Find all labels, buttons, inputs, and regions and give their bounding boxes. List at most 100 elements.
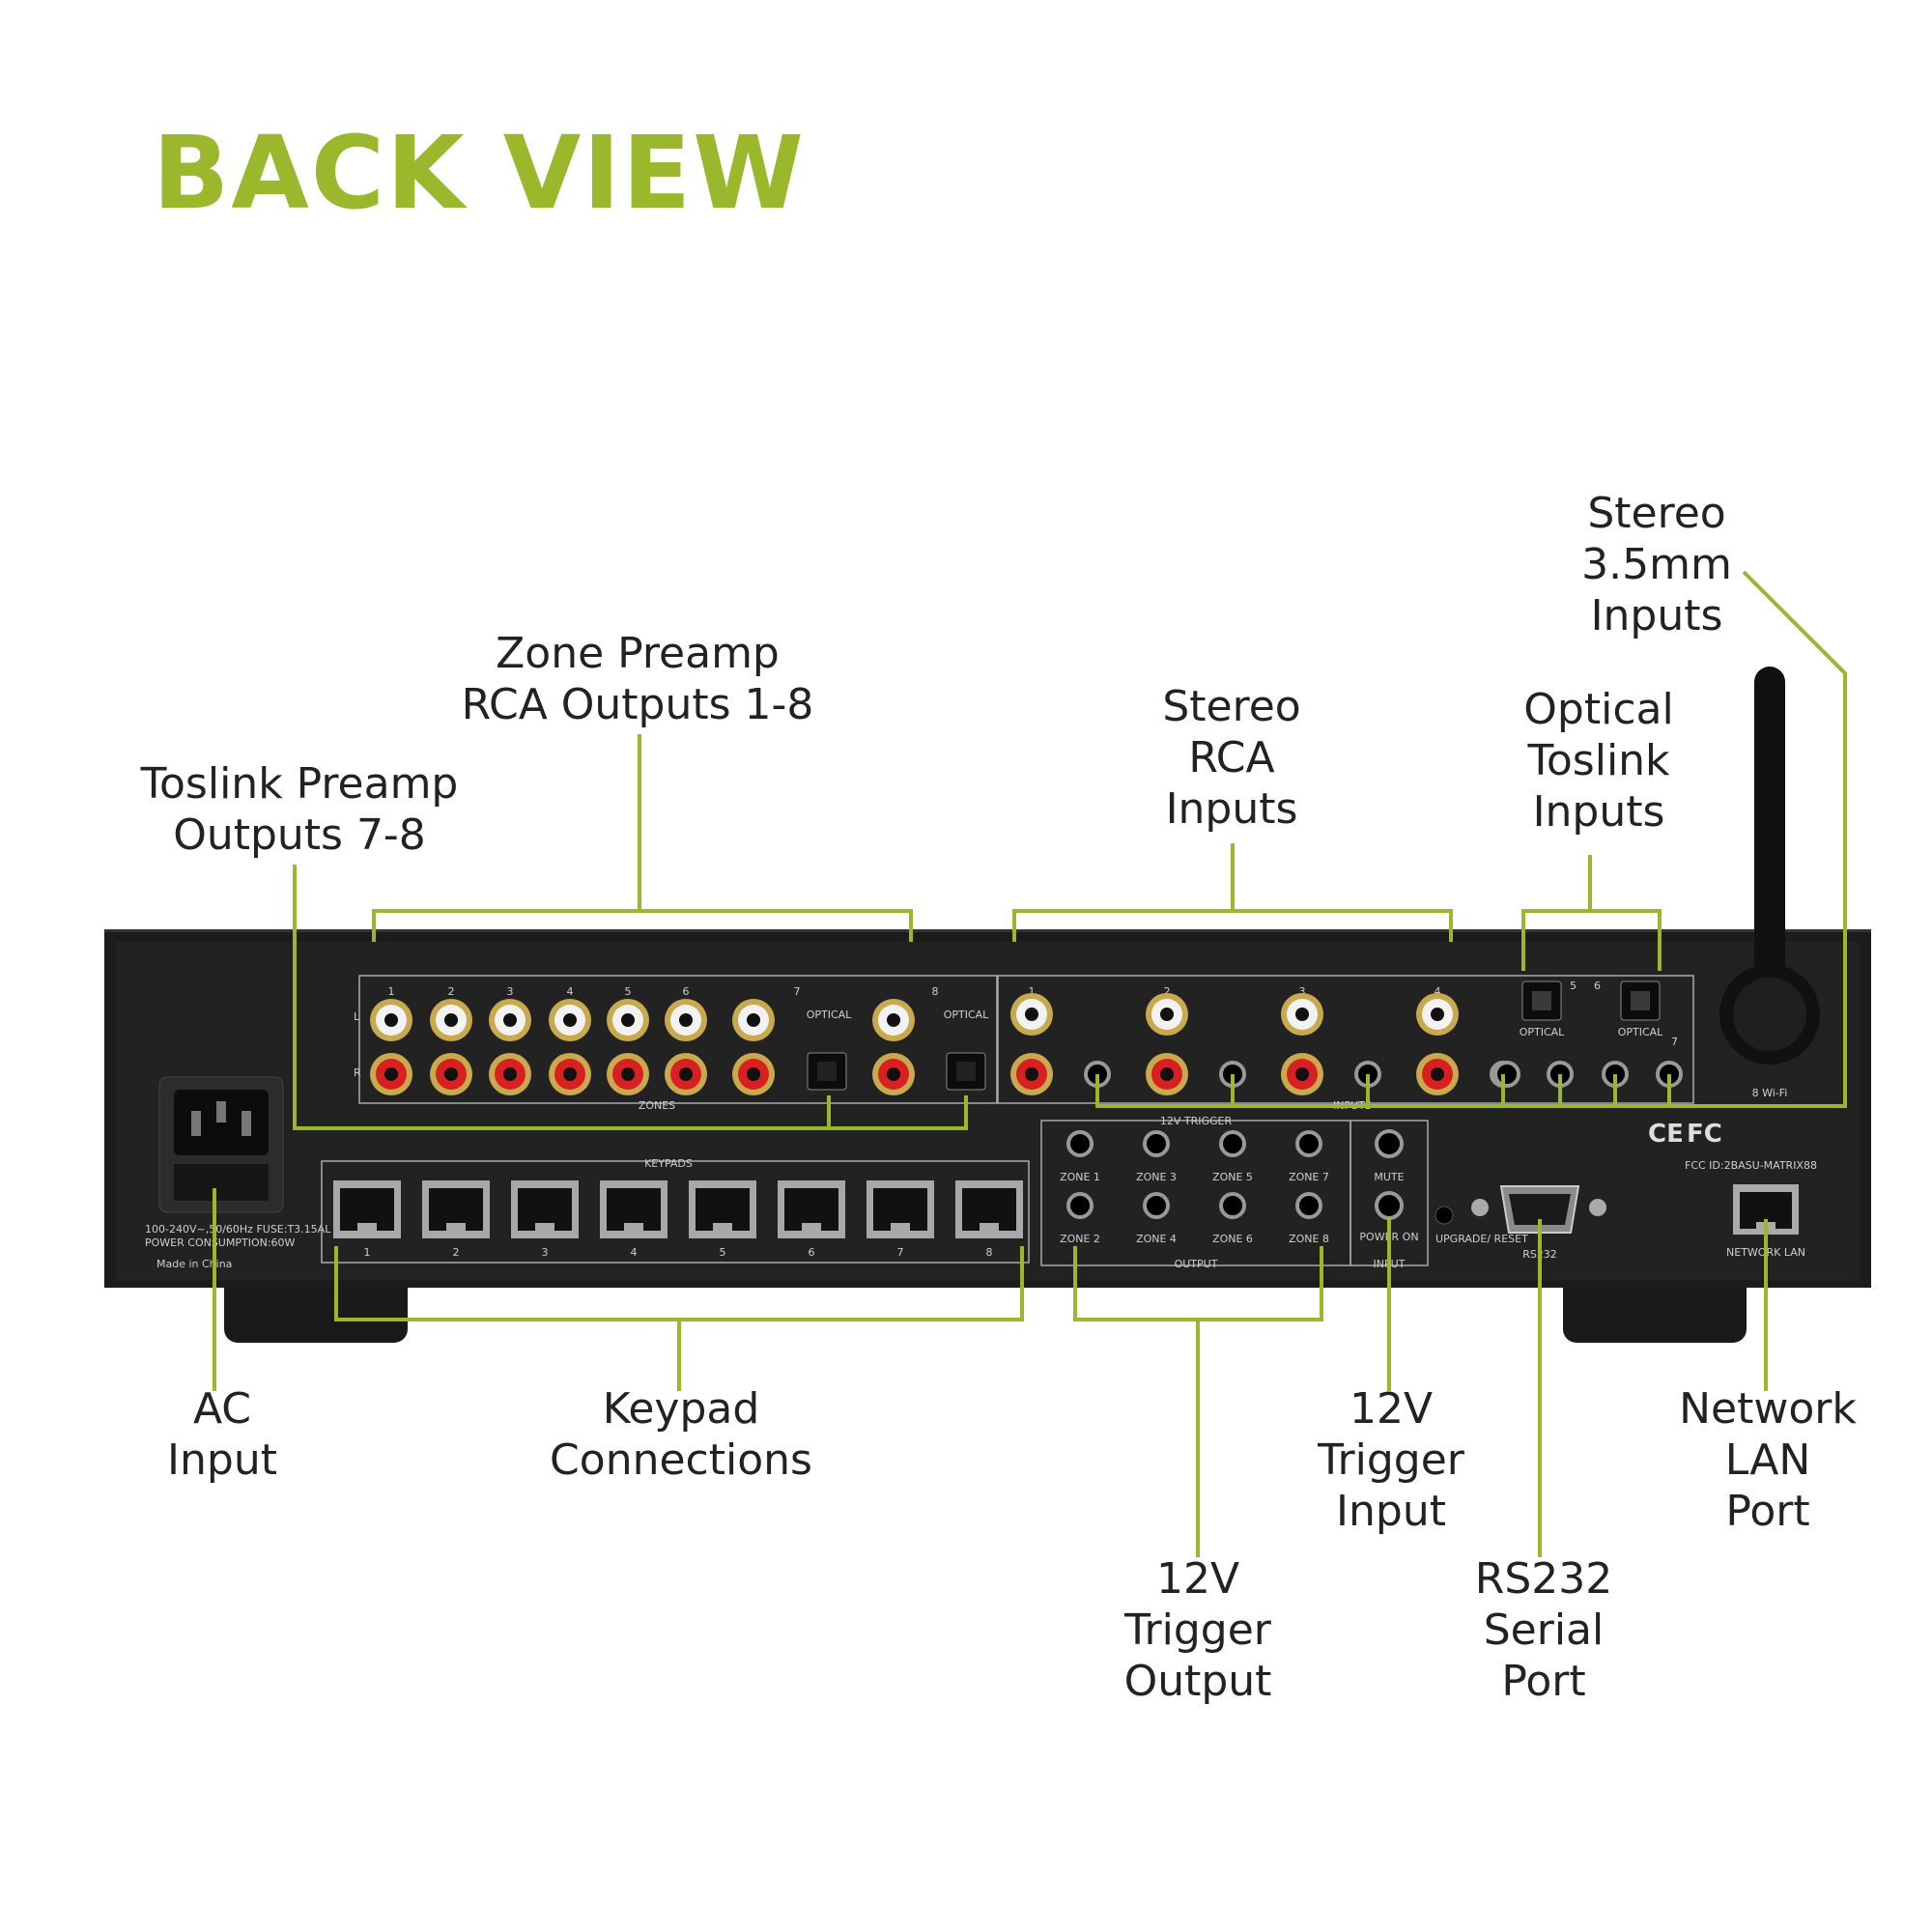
keypad-number: 4	[631, 1246, 638, 1259]
keypad-number: 3	[542, 1246, 549, 1259]
fcc-id: FCC ID:2BASU-MATRIX88	[1685, 1159, 1817, 1172]
input-rca-right-jack	[1416, 1053, 1459, 1095]
input-rca-left-jack	[1146, 993, 1188, 1036]
trigger-output-jack	[1066, 1192, 1094, 1219]
optical-input-5	[1521, 980, 1562, 1021]
input-rca-left-jack	[1281, 993, 1323, 1036]
zones-panel	[358, 975, 998, 1104]
input-number: 1	[1029, 985, 1036, 998]
keypad-rj45-port	[867, 1180, 934, 1238]
input-rca-right-jack	[1281, 1053, 1323, 1095]
upgrade-reset-label: UPGRADE/ RESET	[1435, 1233, 1528, 1245]
zone-rca-left-jack	[665, 999, 707, 1041]
optical-input-5-number: 5	[1570, 980, 1577, 992]
trigger-output-jack	[1219, 1130, 1246, 1157]
callout-ac-input: AC Input	[167, 1384, 277, 1485]
trigger-output-jack	[1143, 1192, 1170, 1219]
trigger-zone-label: ZONE 4	[1136, 1233, 1177, 1245]
zone-rca-right-jack	[607, 1053, 649, 1095]
power-spec: 100-240V~,50/60Hz FUSE:T3.15AL 250Vac	[145, 1223, 373, 1236]
wifi-label: 8 Wi-Fi	[1752, 1087, 1788, 1099]
keypad-number: 7	[897, 1246, 904, 1259]
zone-rca-right-jack	[872, 1053, 915, 1095]
zone-number: 6	[683, 985, 690, 998]
mute-label: MUTE	[1374, 1171, 1404, 1183]
zone-number: 4	[567, 985, 574, 998]
zone-number: 5	[625, 985, 632, 998]
power-on-jack	[1375, 1191, 1404, 1220]
zone-rca-left-jack	[430, 999, 472, 1041]
zone-number: 3	[507, 985, 514, 998]
zone-rca-right-jack	[370, 1053, 412, 1095]
trigger-output-jack	[1219, 1192, 1246, 1219]
zones-label: ZONES	[639, 1099, 675, 1112]
callout-trigger-input: 12V Trigger Input	[1318, 1384, 1464, 1536]
optical-input-6-label: OPTICAL	[1618, 1026, 1663, 1038]
rs232-port	[1471, 1185, 1606, 1234]
zone-rca-right-jack	[732, 1053, 775, 1095]
toslink-leader	[293, 865, 968, 1130]
keypad-rj45-port	[333, 1180, 401, 1238]
callout-toslink-outputs: Toslink Preamp Outputs 7-8	[140, 759, 459, 860]
foot-right	[1563, 1275, 1747, 1343]
reset-button	[1435, 1206, 1454, 1225]
input-rca-right-jack	[1146, 1053, 1188, 1095]
keypad-number: 1	[364, 1246, 371, 1259]
trigger-output-label: OUTPUT	[1175, 1258, 1218, 1270]
zone-rca-left-jack	[370, 999, 412, 1041]
zone-rca-left-jack	[489, 999, 531, 1041]
keypad-rj45-port	[955, 1180, 1023, 1238]
keypad-rj45-port	[422, 1180, 490, 1238]
keypad-rj45-port	[778, 1180, 845, 1238]
trigger-zone-label: ZONE 5	[1212, 1171, 1253, 1183]
wifi-antenna	[1719, 667, 1820, 1065]
optical-output-8	[946, 1052, 986, 1091]
zone-rca-right-jack	[549, 1053, 591, 1095]
zone-number: 7	[794, 985, 801, 998]
trigger-zone-label: ZONE 6	[1212, 1233, 1253, 1245]
page-title: BACK VIEW	[153, 114, 806, 232]
keypad-number: 8	[986, 1246, 993, 1259]
input-rca-right-jack	[1010, 1053, 1053, 1095]
callout-stereo-rca-inputs: Stereo RCA Inputs	[1162, 682, 1301, 834]
zone-rca-right-jack	[430, 1053, 472, 1095]
keypad-rj45-port	[511, 1180, 579, 1238]
ce-mark: CE	[1648, 1120, 1684, 1149]
left-channel-label: L	[354, 1010, 360, 1023]
zone-number: 8	[932, 985, 939, 998]
keypad-rj45-port	[689, 1180, 756, 1238]
trigger-output-jack	[1295, 1130, 1322, 1157]
leader-lines	[213, 570, 1847, 1557]
stereo-rca-leader	[1012, 843, 1453, 942]
zone-rca-left-jack	[732, 999, 775, 1041]
input-rca-left-jack	[1010, 993, 1053, 1036]
optical-output-7	[807, 1052, 847, 1091]
callout-keypad-connections: Keypad Connections	[550, 1384, 812, 1485]
optical-output-7-label: OPTICAL	[807, 1009, 852, 1021]
trigger-zone-label: ZONE 2	[1060, 1233, 1100, 1245]
callout-optical-inputs: Optical Toslink Inputs	[1523, 685, 1674, 837]
inputs-panel	[997, 975, 1694, 1104]
zone-number: 2	[448, 985, 455, 998]
trigger-output-jack	[1295, 1192, 1322, 1219]
made-in-label: Made in China	[156, 1258, 232, 1270]
keypad-number: 6	[809, 1246, 815, 1259]
input-number: 2	[1164, 985, 1171, 998]
mute-jack	[1375, 1129, 1404, 1158]
callout-stereo-35-inputs: Stereo 3.5mm Inputs	[1581, 489, 1732, 640]
input-number: 4	[1435, 985, 1441, 998]
callout-trigger-output: 12V Trigger Output	[1123, 1554, 1272, 1706]
trigger-zone-label: ZONE 1	[1060, 1171, 1100, 1183]
optical-input-6-number: 6	[1594, 980, 1601, 992]
input-35mm-jack	[1493, 1061, 1520, 1088]
callout-rs232-port: RS232 Serial Port	[1474, 1554, 1613, 1706]
zone-rca-left-jack	[872, 999, 915, 1041]
keypad-rj45-port	[600, 1180, 668, 1238]
zone-rca-right-jack	[489, 1053, 531, 1095]
optical-input-5-label: OPTICAL	[1520, 1026, 1565, 1038]
zone-rca-left-jack	[549, 999, 591, 1041]
